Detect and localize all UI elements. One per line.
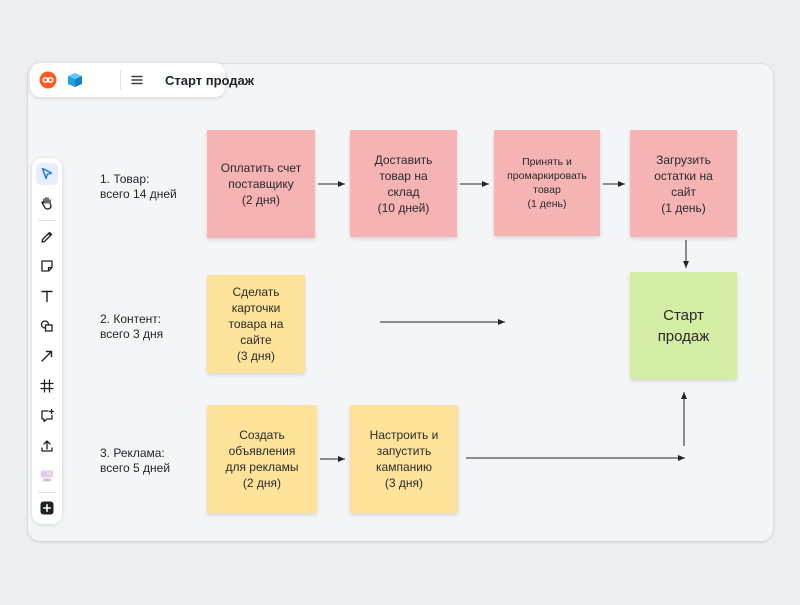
pencil-icon	[41, 231, 53, 243]
comment-plus-icon	[41, 408, 55, 423]
upload-tool-button[interactable]	[36, 435, 58, 457]
board-title[interactable]: Старт продаж	[165, 73, 254, 88]
select-tool-button[interactable]	[36, 163, 58, 185]
text-t-icon	[41, 290, 53, 303]
sticker-create-ads[interactable]: Создать объявления для рекламы (2 дня)	[207, 405, 317, 513]
sticker-accept-goods[interactable]: Принять и промаркировать товар (1 день)	[494, 130, 600, 236]
sticker-deliver-goods[interactable]: Доставить товар на склад (10 дней)	[350, 130, 457, 237]
sticker-sales-start[interactable]: Старт продаж	[630, 272, 737, 379]
add-more-tool-button[interactable]	[36, 497, 58, 519]
hand-icon	[41, 197, 52, 210]
templates-tool-button[interactable]	[36, 465, 58, 487]
frame-hash-icon	[40, 379, 54, 393]
board-app-icon[interactable]	[66, 71, 84, 89]
toolbar-divider	[38, 492, 56, 493]
plus-square-icon	[40, 501, 54, 515]
header-divider	[120, 70, 121, 90]
board-header: Старт продаж	[30, 63, 254, 97]
sticker-upload-stock[interactable]: Загрузить остатки на сайт (1 день)	[630, 130, 737, 237]
pen-tool-button[interactable]	[36, 226, 58, 248]
sticker-tool-button[interactable]	[36, 255, 58, 277]
comment-tool-button[interactable]	[36, 405, 58, 427]
row-label-ads[interactable]: 3. Реклама: всего 5 дней	[100, 446, 171, 475]
sticker-launch-campaign[interactable]: Настроить и запустить кампанию (3 дня)	[350, 405, 458, 513]
frame-tool-button[interactable]	[36, 375, 58, 397]
sticker-product-cards[interactable]: Сделать карточки товара на сайте (3 дня)	[207, 275, 305, 373]
left-toolbar	[32, 158, 62, 524]
shapes-icon	[40, 320, 53, 332]
row-label-content[interactable]: 2. Контент: всего 3 дня	[100, 312, 164, 341]
hamburger-menu-icon[interactable]	[128, 71, 146, 89]
templates-icon	[41, 470, 53, 482]
app-logo-icon[interactable]	[39, 71, 57, 89]
cursor-arrow-icon	[41, 167, 53, 180]
hand-tool-button[interactable]	[36, 192, 58, 214]
sticker-pay-supplier[interactable]: Оплатить счет поставщику (2 дня)	[207, 130, 315, 238]
arrow-icon	[41, 350, 53, 362]
sticky-note-icon	[41, 260, 53, 272]
row-label-goods[interactable]: 1. Товар: всего 14 дней	[100, 172, 177, 201]
connector-tool-button[interactable]	[36, 345, 58, 367]
toolbar-divider	[38, 220, 56, 221]
shapes-tool-button[interactable]	[36, 315, 58, 337]
text-tool-button[interactable]	[36, 285, 58, 307]
upload-icon	[41, 440, 53, 452]
